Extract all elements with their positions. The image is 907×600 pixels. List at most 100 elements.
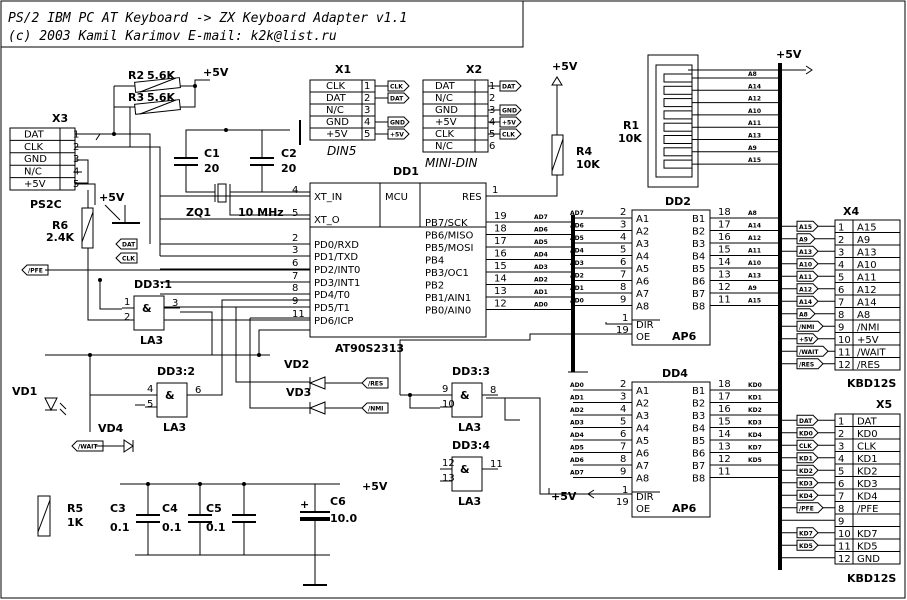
svg-text:A11: A11: [857, 273, 877, 284]
svg-text:/RES: /RES: [857, 360, 880, 371]
r1-body: [647, 54, 699, 188]
svg-text:18: 18: [718, 207, 731, 218]
resistor-r6: R6 2.4K: [46, 207, 94, 249]
x5-tag-2: KD0: [796, 427, 819, 439]
svg-text:A6: A6: [636, 277, 649, 288]
svg-text:B4: B4: [692, 424, 705, 435]
svg-text:10 MHz: 10 MHz: [238, 206, 284, 219]
svg-text:A4: A4: [636, 252, 649, 263]
svg-text:R2: R2: [128, 69, 144, 82]
x4-pin-11: 11/WAIT: [838, 348, 887, 359]
svg-text:DIR: DIR: [636, 320, 654, 331]
svg-text:R5: R5: [67, 502, 83, 515]
svg-text:6: 6: [195, 385, 201, 396]
resistor-r4: R4 10K: [551, 134, 600, 176]
svg-text:AD4: AD4: [570, 432, 584, 439]
svg-text:AD2: AD2: [534, 277, 548, 284]
svg-text:DAT: DAT: [326, 93, 347, 104]
diode-vd4: VD4: [98, 422, 134, 453]
svg-text:10K: 10K: [576, 158, 600, 171]
svg-text:PB3/OC1: PB3/OC1: [425, 268, 469, 279]
svg-text:KD1: KD1: [857, 454, 878, 465]
x4-tag-5-text: A11: [799, 274, 812, 281]
bus-supply: +5V: [776, 48, 802, 61]
svg-text:2: 2: [620, 379, 626, 390]
x5-tag-7-text: KD4: [799, 493, 813, 500]
svg-text:KD3: KD3: [748, 420, 762, 427]
svg-text:A2: A2: [636, 399, 649, 410]
x4-caption: KBD12S: [847, 377, 896, 390]
svg-text:LA3: LA3: [458, 421, 481, 434]
svg-text:AD4: AD4: [534, 252, 548, 259]
svg-text:KD2: KD2: [748, 407, 762, 414]
svg-text:A1: A1: [636, 214, 649, 225]
svg-text:9: 9: [838, 323, 844, 334]
svg-text:A5: A5: [636, 436, 649, 447]
x4-tag-11-text: /WAIT: [799, 349, 819, 356]
svg-text:R3: R3: [128, 91, 144, 104]
svg-text:4: 4: [364, 117, 370, 128]
x2-tag-5: CLK: [499, 128, 522, 140]
svg-text:A8: A8: [748, 210, 757, 217]
svg-text:12: 12: [838, 360, 851, 371]
svg-text:9: 9: [292, 296, 298, 307]
title-block-border: [1, 1, 524, 48]
svg-text:A8: A8: [857, 310, 870, 321]
svg-text:1: 1: [124, 297, 130, 308]
svg-text:20: 20: [204, 162, 220, 175]
svg-text:4: 4: [838, 260, 844, 271]
x3-supply: +5V: [99, 191, 125, 204]
svg-text:4: 4: [838, 454, 844, 465]
svg-text:B5: B5: [692, 436, 705, 447]
svg-text:2: 2: [838, 429, 844, 440]
svg-text:C2: C2: [281, 147, 297, 160]
svg-text:N/C: N/C: [24, 167, 42, 178]
svg-text:6: 6: [292, 258, 298, 269]
svg-text:R1: R1: [623, 119, 639, 132]
svg-text:10.0: 10.0: [330, 512, 357, 525]
svg-text:13: 13: [718, 270, 731, 281]
svg-text:8: 8: [292, 283, 298, 294]
svg-text:&: &: [460, 389, 470, 402]
x2-tag-3-text: GND: [502, 108, 517, 115]
x1-tag-2: DAT: [387, 92, 410, 104]
svg-text:N/C: N/C: [326, 105, 344, 116]
svg-text:XT_IN: XT_IN: [314, 192, 342, 203]
svg-text:GND: GND: [326, 117, 349, 128]
x2-tag-1-text: DAT: [502, 84, 516, 91]
svg-text:15: 15: [718, 245, 731, 256]
svg-text:B8: B8: [692, 302, 705, 313]
svg-text:DAT: DAT: [857, 417, 878, 428]
dd1-part: AT90S2313: [335, 342, 404, 355]
x4-ref: X4: [843, 205, 859, 218]
x5-pin-8: 8/PFE: [838, 504, 878, 515]
svg-text:11: 11: [838, 542, 851, 553]
svg-text:B7: B7: [692, 289, 705, 300]
svg-text:17: 17: [718, 392, 731, 403]
svg-text:6: 6: [620, 257, 626, 268]
svg-text:A3: A3: [636, 239, 649, 250]
svg-text:CLK: CLK: [857, 442, 877, 453]
svg-text:6: 6: [838, 479, 844, 490]
svg-text:XT_O: XT_O: [314, 215, 340, 226]
svg-text:PD4/T0: PD4/T0: [314, 290, 350, 301]
